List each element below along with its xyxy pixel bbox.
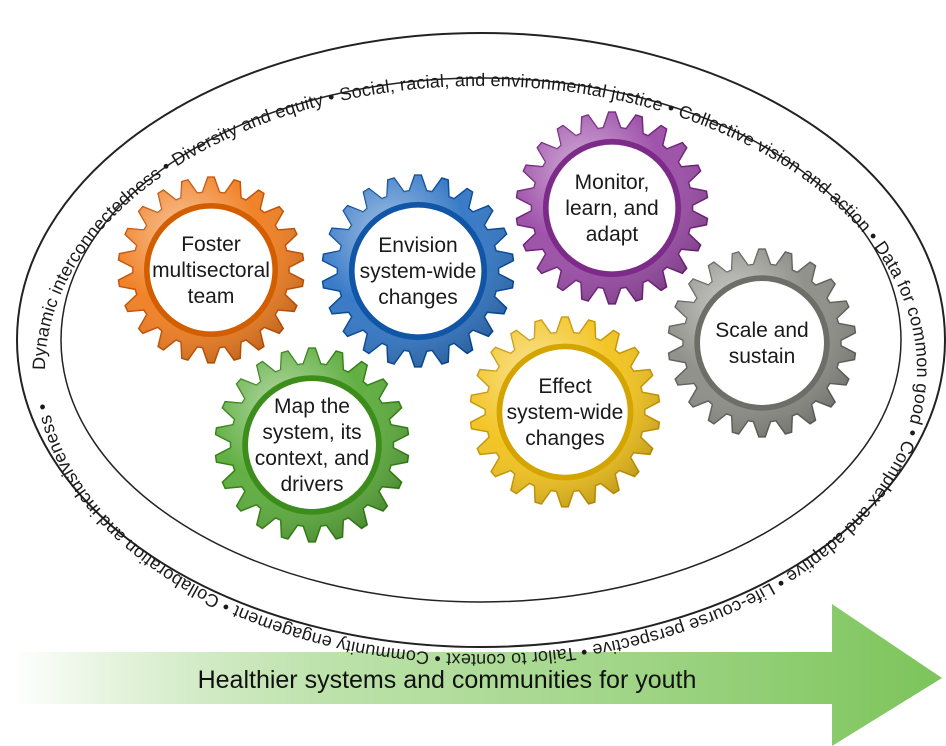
principle-separator: • xyxy=(660,96,682,120)
gear-foster: Foster multisectoral team xyxy=(117,176,305,364)
gear-label-foster: Foster multisectoral team xyxy=(152,233,270,308)
gear-center xyxy=(354,207,482,335)
gear-center xyxy=(502,349,628,475)
inner-ellipse xyxy=(60,77,902,603)
gear-label-effect: Effect system-wide changes xyxy=(507,375,624,450)
gear-label-line: changes xyxy=(525,427,604,450)
gear-label-line: adapt xyxy=(586,223,639,246)
gear-center xyxy=(548,144,676,272)
gear-label-line: Effect xyxy=(538,375,591,398)
arrow-label: Healthier systems and communities for yo… xyxy=(198,666,697,694)
arrow-shape xyxy=(14,604,942,746)
gear-label-line: Scale and xyxy=(715,319,808,342)
gear-center xyxy=(700,281,824,405)
gear-label-envision: Envision system-wide changes xyxy=(360,234,477,309)
gear-label-line: Foster xyxy=(181,233,241,256)
principle-3: Social, racial, and environmental justic… xyxy=(338,70,666,115)
gear-map: Map the system, its context, and drivers xyxy=(214,347,410,543)
gear-label-line: context, and xyxy=(255,447,369,470)
gear-label-line: Monitor, xyxy=(575,171,650,194)
gear-label-line: system-wide xyxy=(360,260,477,283)
principle-separator: • xyxy=(214,594,238,619)
gear-label-line: system-wide xyxy=(507,401,624,424)
gear-label-line: team xyxy=(188,285,235,308)
gear-label-line: changes xyxy=(378,286,457,309)
outcome-arrow: Healthier systems and communities for yo… xyxy=(14,604,942,746)
gear-effect: Effect system-wide changes xyxy=(469,316,661,508)
principle-separator: • xyxy=(321,85,342,108)
gear-label-line: system, its xyxy=(262,421,361,444)
gear-label-monitor: Monitor, learn, and adapt xyxy=(565,171,658,246)
gear-monitor: Monitor, learn, and adapt xyxy=(515,111,709,305)
principle-4: Collective vision and action xyxy=(676,101,875,236)
principle-2: Diversity and equity xyxy=(168,89,325,170)
gear-label-scale: Scale and sustain xyxy=(715,319,808,368)
principle-separator: • xyxy=(428,648,446,669)
gears-group: Foster multisectoral team Envision system-wi… xyxy=(117,111,857,543)
gear-label-line: learn, and xyxy=(565,197,658,220)
gear-center xyxy=(149,208,273,332)
gear-label-map: Map the system, its context, and drivers xyxy=(255,395,369,496)
principle-separator: • xyxy=(575,641,594,663)
gear-center xyxy=(248,381,376,509)
principle-5: Data for common good xyxy=(870,237,933,427)
principle-separator: • xyxy=(32,402,54,418)
principle-6: Complex and adaptive xyxy=(783,438,919,588)
gear-label-line: drivers xyxy=(280,473,343,496)
gear-scale: Scale and sustain xyxy=(667,248,857,438)
gear-label-line: multisectoral xyxy=(152,259,270,282)
principle-10: Collaboration and inclusiveness xyxy=(35,413,223,612)
outer-ellipse xyxy=(16,32,946,648)
gear-label-line: sustain xyxy=(729,345,796,368)
gear-label-line: Map the xyxy=(274,395,350,418)
gear-envision: Envision system-wide changes xyxy=(321,174,515,368)
principle-7: Life-course perspective xyxy=(591,579,778,661)
gear-label-line: Envision xyxy=(378,234,457,257)
